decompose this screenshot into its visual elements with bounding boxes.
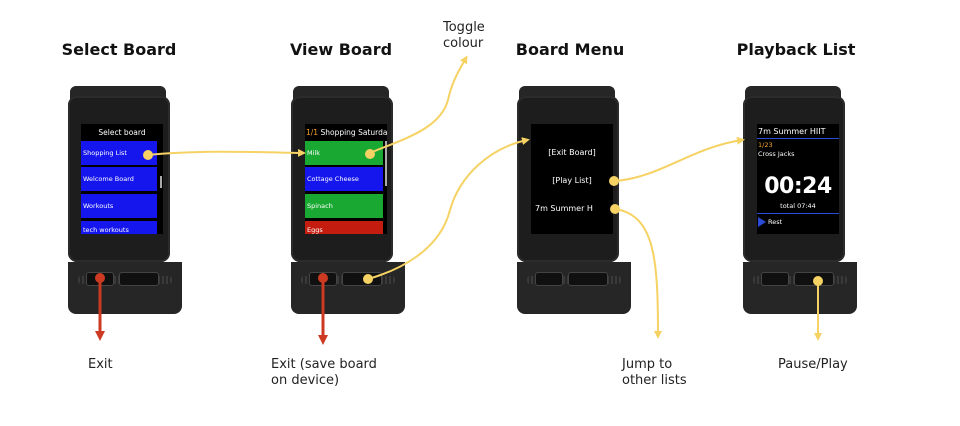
board-title: Shopping Saturday xyxy=(320,128,387,137)
playback-timer: 00:24 xyxy=(764,174,832,199)
touch-point xyxy=(143,150,153,160)
view-board-title: View Board xyxy=(289,40,393,59)
scrollbar[interactable] xyxy=(385,141,387,186)
board-item[interactable]: Eggs xyxy=(305,221,383,234)
label-exit: Exit xyxy=(88,357,113,372)
playback-screen: 7m Summer HIIT 1/23 Cross Jacks 00:24 to… xyxy=(757,124,839,234)
screen-header: Select board xyxy=(98,128,146,137)
playback-title: 7m Summer HIIT xyxy=(758,127,826,136)
touch-point xyxy=(318,273,328,283)
arrow-jump-lists xyxy=(614,208,662,339)
arrow-open-board xyxy=(147,148,306,157)
right-button[interactable] xyxy=(342,272,382,286)
select-board-screen: Select board Shopping List Welcome Board… xyxy=(81,124,163,234)
board-item[interactable]: Spinach xyxy=(305,194,383,218)
arrow-play-list xyxy=(613,136,745,182)
view-board-screen: 1/1 Shopping Saturday Milk Cottage Chees… xyxy=(305,124,387,234)
right-button[interactable] xyxy=(119,272,159,286)
menu-item-list[interactable]: 7m Summer H xyxy=(535,204,593,213)
board-header: 1/1 Shopping Saturday xyxy=(306,126,387,140)
label-line: Toggle colour xyxy=(443,20,485,51)
board-menu-screen: [Exit Board] [Play List] 7m Summer H xyxy=(531,124,613,234)
board-item[interactable]: Cottage Cheese xyxy=(305,167,383,191)
left-button[interactable] xyxy=(535,272,563,286)
playback-exercise: Cross Jacks xyxy=(758,150,795,158)
right-button[interactable] xyxy=(568,272,608,286)
board-counter: 1/1 xyxy=(306,128,319,137)
label-jump-lists: Jump to other lists xyxy=(622,357,687,388)
arrow-open-menu xyxy=(367,137,530,280)
playback-list-title: Playback List xyxy=(736,40,856,59)
label-toggle-colour: Toggle colour xyxy=(443,20,485,52)
label-exit-save: Exit (save board on device) xyxy=(271,357,377,388)
list-item[interactable]: tech workouts xyxy=(81,221,157,234)
play-next-icon xyxy=(758,217,766,227)
touch-point xyxy=(610,204,620,214)
left-button[interactable] xyxy=(761,272,789,286)
scrollbar[interactable] xyxy=(160,176,162,188)
touch-point xyxy=(363,274,373,284)
playback-next: Rest xyxy=(768,218,783,226)
menu-item-exit-board[interactable]: [Exit Board] xyxy=(548,148,596,157)
list-item[interactable]: Workouts xyxy=(81,194,157,218)
menu-item-play-list[interactable]: [Play List] xyxy=(552,176,592,185)
label-pause-play: Pause/Play xyxy=(778,357,848,372)
divider xyxy=(757,138,839,139)
divider xyxy=(757,213,839,214)
playback-progress: 1/23 xyxy=(758,141,773,149)
playback-total: total 07:44 xyxy=(780,202,816,210)
touch-point xyxy=(813,276,823,286)
board-menu-title: Board Menu xyxy=(515,40,625,59)
touch-point xyxy=(365,149,375,159)
touch-point xyxy=(95,273,105,283)
arrow-toggle-colour xyxy=(369,55,468,154)
list-item[interactable]: Welcome Board xyxy=(81,167,157,191)
touch-point xyxy=(609,176,619,186)
select-board-title: Select Board xyxy=(61,40,177,59)
